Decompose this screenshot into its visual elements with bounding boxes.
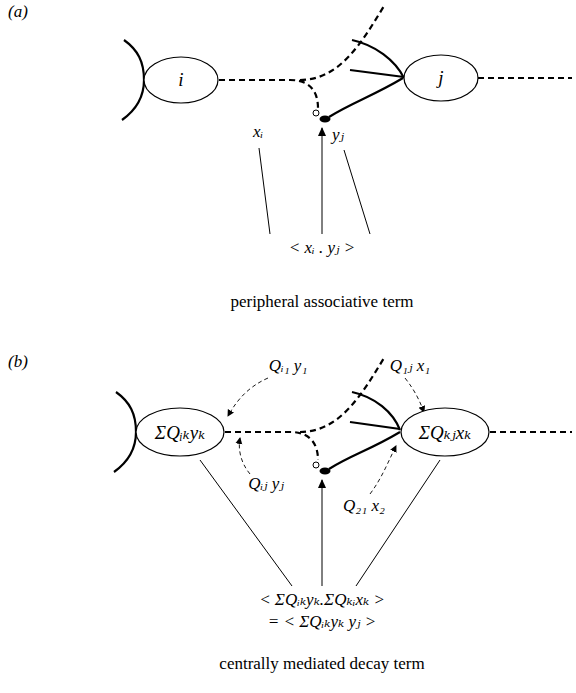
signal-label: Qᵢ₁ y₁ — [267, 356, 310, 376]
panel-letter: (b) — [6, 352, 30, 372]
axon-connector — [225, 432, 400, 469]
cell-label: i — [178, 69, 183, 91]
signal-label: Q₁ⱼ x₁ — [388, 356, 432, 376]
panel-caption: peripheral associative term — [228, 292, 415, 312]
cell-label: ΣQᵢₖyₖ — [155, 421, 205, 444]
signal-label: Q₂₁ x₂ — [341, 496, 387, 516]
signal-label: yⱼ — [330, 125, 346, 145]
panel-letter: (a) — [6, 2, 30, 22]
signal-label: = < ΣQᵢₖyₖ yⱼ > — [266, 612, 378, 632]
signal-label: < xᵢ . yⱼ > — [287, 238, 357, 258]
cell-label: ΣQₖⱼxₖ — [419, 421, 471, 444]
panel-caption: centrally mediated decay term — [217, 654, 426, 674]
axon-connector — [219, 78, 403, 117]
neuron-cell: ΣQₖⱼxₖ — [400, 407, 490, 457]
signal-label: xᵢ — [251, 122, 265, 142]
neuron-cell: j — [403, 54, 479, 102]
neuron-cell: ΣQᵢₖyₖ — [135, 407, 225, 457]
cell-label: j — [438, 67, 443, 89]
signal-label: < ΣQᵢₖyₖ.ΣQₖᵢxₖ > — [257, 590, 387, 610]
neuron-cell: i — [143, 56, 219, 104]
signal-label: Qᵢⱼ yⱼ — [246, 474, 286, 494]
